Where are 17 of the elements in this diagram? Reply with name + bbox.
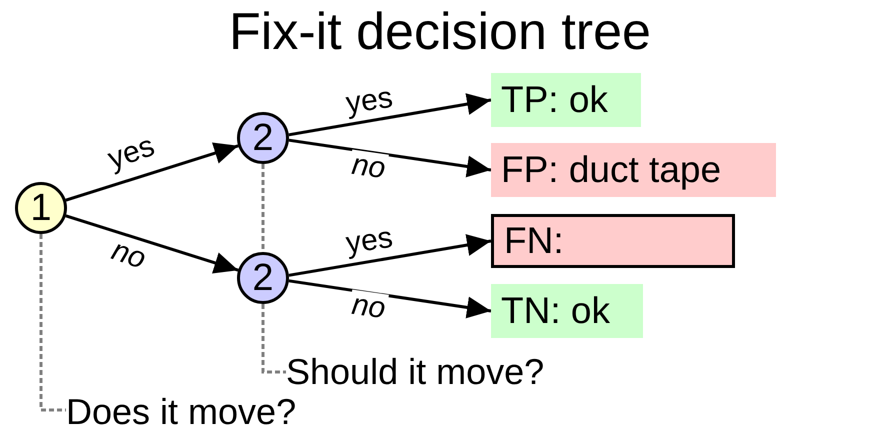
outcome-box: TN: ok — [491, 284, 643, 338]
decision-circle: 2 — [237, 112, 289, 164]
outcome-box: TP: ok — [491, 73, 641, 127]
title: Fix-it decision tree — [228, 4, 652, 62]
outcome-box: FN: — [491, 214, 735, 268]
arrow — [288, 234, 492, 277]
arrow — [288, 279, 492, 318]
leader-line — [262, 164, 264, 252]
arrow — [65, 142, 239, 202]
outcome-box: FP: duct tape — [491, 143, 776, 197]
leader-line — [262, 304, 286, 374]
arrow — [288, 93, 492, 136]
arrow — [65, 214, 239, 274]
arrow — [288, 138, 492, 178]
decision-circle: 2 — [237, 252, 289, 304]
leader-line — [40, 234, 66, 412]
decision-circle: 1 — [15, 182, 67, 234]
